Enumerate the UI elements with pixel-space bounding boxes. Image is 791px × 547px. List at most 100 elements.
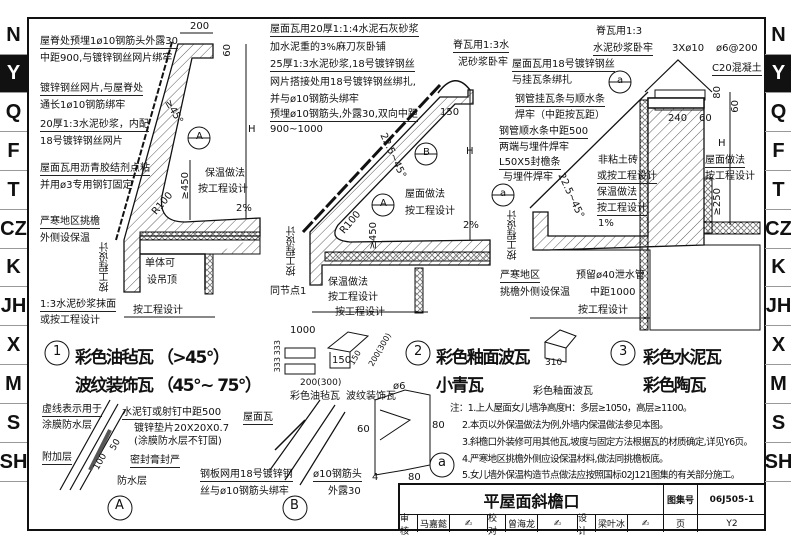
tab-n[interactable]: N xyxy=(0,17,27,55)
tab-m[interactable]: M xyxy=(765,366,791,404)
tab-s[interactable]: S xyxy=(0,405,27,443)
tab-m[interactable]: M xyxy=(0,366,27,404)
callout-label: B xyxy=(423,147,430,158)
dim: 1% xyxy=(598,218,614,229)
tab-q[interactable]: Q xyxy=(0,94,27,132)
detail-b-upper xyxy=(269,399,346,521)
dim: 333 xyxy=(273,357,282,373)
label: 按工程设计 xyxy=(328,292,378,303)
design-label: 设计 xyxy=(578,514,596,537)
label: 并用ø3专用钢钉固定 xyxy=(40,180,133,191)
dim: 60 xyxy=(222,44,233,57)
checker-name: 曾海龙 xyxy=(506,515,538,532)
dim: 150 xyxy=(332,355,352,366)
label: 设吊顶 xyxy=(147,275,177,286)
callout-label: B xyxy=(290,498,299,513)
tab-sh[interactable]: SH xyxy=(0,444,27,482)
detail-1-section xyxy=(115,32,261,318)
callout-label: A xyxy=(380,198,387,209)
dim: H xyxy=(248,124,256,135)
drawing-title: 平屋面斜檐口 xyxy=(400,485,664,515)
label: 泥砂浆卧牢 xyxy=(458,57,508,68)
dim: 80 xyxy=(408,472,421,483)
label: 按工程设计 xyxy=(597,203,647,216)
dim: 4 xyxy=(372,472,379,483)
dim: 80 xyxy=(712,86,723,99)
page-label: 页 xyxy=(664,515,698,532)
tab-t[interactable]: T xyxy=(765,172,791,210)
check-label: 校对 xyxy=(488,514,506,537)
dim: ≥450 xyxy=(180,172,191,200)
label: 按工程设计 xyxy=(578,305,628,316)
label: 非粘土砖 xyxy=(598,155,638,166)
callout-label: A xyxy=(115,498,124,513)
type-3-line1: 彩色水泥瓦 xyxy=(643,348,722,368)
label: 同节点1 xyxy=(270,286,307,297)
label: 屋面瓦用20厚1:1:4水泥石灰砂浆 xyxy=(270,24,419,37)
dim: 200 xyxy=(190,21,210,32)
label: 网片搭接处用18号镀锌钢丝绑扎, xyxy=(270,77,416,88)
drawing-frame xyxy=(27,17,766,531)
label: 或按工程设计 xyxy=(597,171,657,184)
label: 外露30 xyxy=(328,486,361,497)
tab-t[interactable]: T xyxy=(0,172,27,210)
dim: 240 xyxy=(668,113,688,124)
dim: 60 xyxy=(357,424,370,435)
dim: 2% xyxy=(236,203,252,214)
label: 保温做法 xyxy=(597,187,637,200)
tab-k[interactable]: K xyxy=(0,249,27,287)
label: 保温做法 xyxy=(328,277,368,288)
label: 屋面瓦 xyxy=(243,412,273,425)
dim: 150 xyxy=(440,107,460,118)
detail-a-upper xyxy=(59,399,133,521)
tab-s[interactable]: S xyxy=(765,405,791,443)
label: 中距900,与镀锌钢丝网片绑牢 xyxy=(40,53,173,64)
type-1-line2: 波纹装饰瓦 （45°~ 75°） xyxy=(75,376,262,396)
tab-n[interactable]: N xyxy=(765,17,791,55)
tab-x[interactable]: X xyxy=(0,327,27,365)
note-5: 5.女儿墙外保温构造节点做法应按照国标02J121图集的有关部分施工。 xyxy=(462,470,740,481)
label: 涂膜防水层 xyxy=(42,420,92,431)
tab-x[interactable]: X xyxy=(765,327,791,365)
dim: ø6 xyxy=(393,381,406,392)
label: 镀锌垫片20X20X0.7 xyxy=(134,423,230,434)
tab-f[interactable]: F xyxy=(765,133,791,171)
tab-k[interactable]: K xyxy=(765,249,791,287)
label: 加水泥重的3%麻刀灰卧铺 xyxy=(270,42,386,53)
label: 附加层 xyxy=(42,452,72,465)
tab-cz[interactable]: CZ xyxy=(0,211,27,249)
label: 丝与ø10钢筋头绑牢 xyxy=(200,486,289,497)
dim: 333 xyxy=(273,340,282,356)
tab-cz[interactable]: CZ xyxy=(765,211,791,249)
tab-q[interactable]: Q xyxy=(765,94,791,132)
label: 并与ø10钢筋头绑牢 xyxy=(270,94,359,105)
label: 钢管顺水条中距500 xyxy=(499,126,589,139)
callout-label: a xyxy=(617,75,624,86)
type-3-line2: 彩色陶瓦 xyxy=(643,376,707,396)
label: 与挂瓦条绑扎 xyxy=(512,75,572,86)
tab-y[interactable]: Y xyxy=(765,55,791,93)
type-2-number: 2 xyxy=(414,344,423,359)
tab-y[interactable]: Y xyxy=(0,55,27,93)
dim: 310 xyxy=(545,358,563,368)
tab-jh[interactable]: JH xyxy=(765,288,791,326)
label: 挑檐外侧设保温 xyxy=(500,287,570,298)
designer-signature: ✍ xyxy=(628,515,664,532)
label: 钢板网用18号镀锌钢 xyxy=(200,469,293,482)
label: ø6@200 xyxy=(716,43,758,54)
atlas-number: 06J505-1 xyxy=(698,485,766,515)
label: 通长1ø10钢筋绑牢 xyxy=(40,100,126,111)
label: 按工程设计 xyxy=(705,171,755,182)
title-block: 平屋面斜檐口 图集号 06J505-1 审核 马嘉懿 ✍ 校对 曾海龙 ✍ 设计… xyxy=(398,483,766,537)
label: 屋脊处预埋1ø10钢筋头外露30 xyxy=(40,36,178,49)
label: 按工程设计 xyxy=(133,305,183,316)
label: 按工程设计 xyxy=(287,226,298,276)
note-1: 注：1.上人屋面女儿墙净高度H：多层≥1050，高层≥1100。 xyxy=(450,403,692,414)
tab-sh[interactable]: SH xyxy=(765,444,791,482)
tab-f[interactable]: F xyxy=(0,133,27,171)
designer-name: 梁叶冰 xyxy=(596,515,628,532)
label: 900~1000 xyxy=(270,124,323,135)
type-3-number: 3 xyxy=(619,344,628,359)
tab-jh[interactable]: JH xyxy=(0,288,27,326)
label: ø10钢筋头 xyxy=(313,469,362,482)
